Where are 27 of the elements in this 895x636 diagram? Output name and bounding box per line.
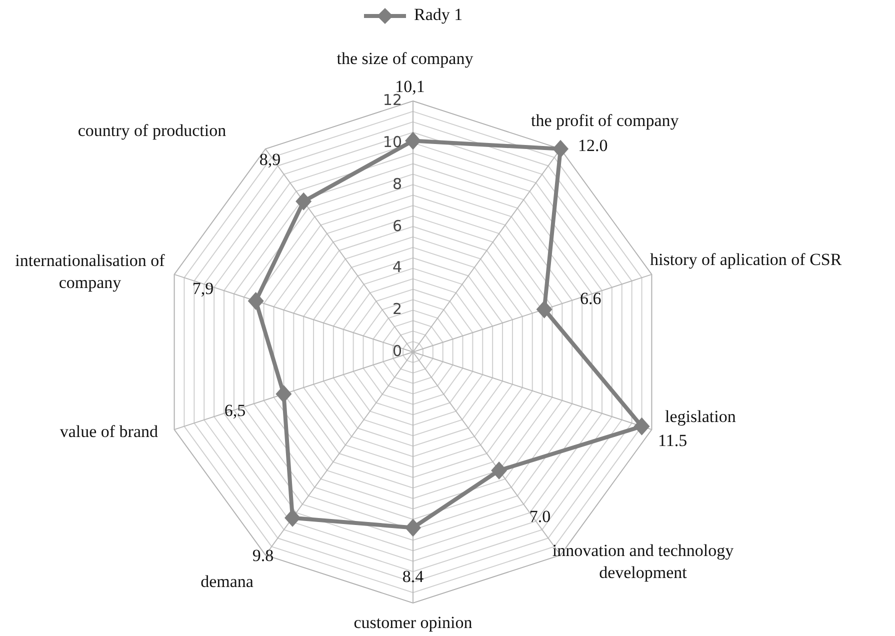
data-label: 8.4 — [402, 566, 424, 588]
data-label: 12.0 — [578, 135, 608, 157]
category-label: country of production — [78, 120, 226, 142]
data-label: 7.0 — [529, 506, 551, 528]
category-label: history of aplication of CSR — [650, 249, 842, 271]
axis-tick-label: 8 — [392, 174, 402, 193]
category-label: legislation — [665, 406, 736, 428]
category-label: the size of company — [336, 48, 474, 70]
axis-tick-label: 2 — [392, 300, 402, 318]
data-label: 9.8 — [252, 545, 274, 567]
axis-tick-label: 6 — [392, 216, 402, 234]
data-label: 6.6 — [580, 288, 602, 310]
data-label: 8,9 — [259, 149, 281, 171]
axis-tick-label: 12 — [382, 91, 402, 109]
axis-tick-label: 4 — [392, 258, 402, 276]
data-label: 11.5 — [658, 430, 688, 452]
axis-tick-label: 10 — [382, 132, 402, 151]
axis-tick-label: 0 — [392, 342, 402, 360]
legend-label: Rady 1 — [414, 4, 463, 26]
category-label: customer opinion — [354, 612, 472, 634]
category-label: demana — [200, 571, 254, 593]
data-label: 7,9 — [192, 278, 214, 300]
category-label: internationalisation of company — [14, 250, 166, 294]
category-label: the profit of company — [531, 110, 679, 132]
category-label: value of brand — [60, 421, 158, 443]
data-label: 6,5 — [224, 400, 246, 422]
category-label: innovation and technology development — [551, 540, 735, 584]
